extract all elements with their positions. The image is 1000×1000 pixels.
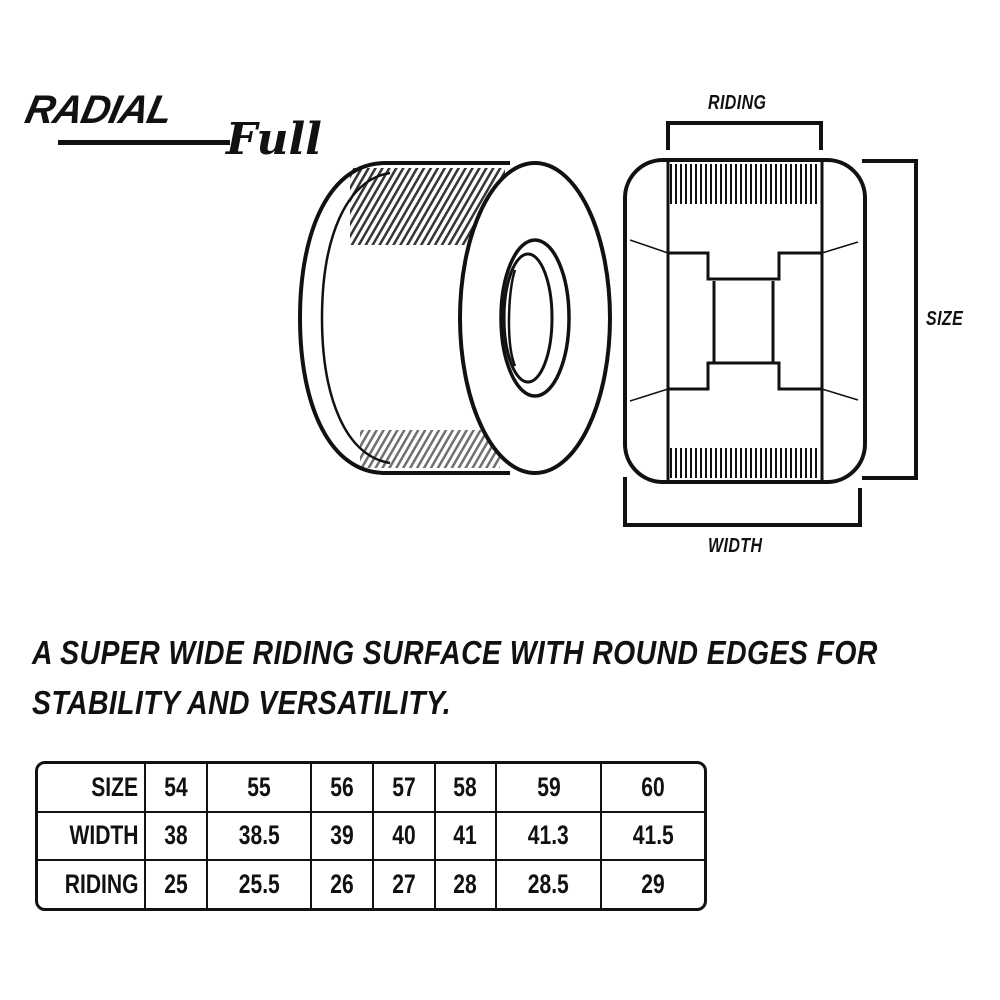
table-cell: 59 [495,764,602,813]
table-cell: 26 [310,859,374,908]
table-cell: 39 [310,810,374,862]
table-cell: 25.5 [205,859,313,908]
logo-underline [58,140,230,145]
table-row-size: SIZE 54 55 56 57 58 59 60 [38,764,704,813]
description-line-2: STABILITY AND VERSATILITY. [32,684,452,721]
width-dimension-label: WIDTH [708,535,763,557]
product-description: A SUPER WIDE RIDING SURFACE WITH ROUND E… [32,628,878,728]
wheel-diagram [297,121,918,527]
size-spec-table: SIZE 54 55 56 57 58 59 60 WIDTH 38 38.5 … [35,761,707,911]
table-cell: 40 [372,810,436,862]
table-row-width: WIDTH 38 38.5 39 40 41 41.3 41.5 [38,810,704,862]
row-header: SIZE [38,764,146,813]
row-header: RIDING [38,859,146,908]
table-cell: 58 [433,764,498,813]
table-cell: 28 [433,859,498,908]
table-row-riding: RIDING 25 25.5 26 27 28 28.5 29 [38,859,704,908]
table-cell: 60 [600,764,704,813]
riding-bracket [666,121,823,150]
table-cell: 27 [372,859,436,908]
table-cell: 41 [433,810,498,862]
width-bracket [623,477,862,527]
table-cell: 29 [600,859,704,908]
table-cell: 57 [372,764,436,813]
table-cell: 38.5 [205,810,313,862]
logo-subline-text: Full [226,114,322,165]
table-cell: 41.5 [600,810,704,862]
dimension-brackets [623,121,918,527]
size-dimension-label: SIZE [926,308,964,330]
size-bracket [862,159,918,480]
table-cell: 54 [144,764,208,813]
wheel-cross-section [623,158,867,484]
table-cell: 28.5 [495,859,602,908]
table-cell: 38 [144,810,208,862]
table-cell: 56 [310,764,374,813]
wheel-3d-illustration [297,161,612,475]
row-header: WIDTH [38,810,146,862]
table-cell: 41.3 [495,810,602,862]
table-cell: 55 [205,764,313,813]
table-cell: 25 [144,859,208,908]
riding-dimension-label: RIDING [708,92,767,114]
description-line-1: A SUPER WIDE RIDING SURFACE WITH ROUND E… [32,634,878,671]
